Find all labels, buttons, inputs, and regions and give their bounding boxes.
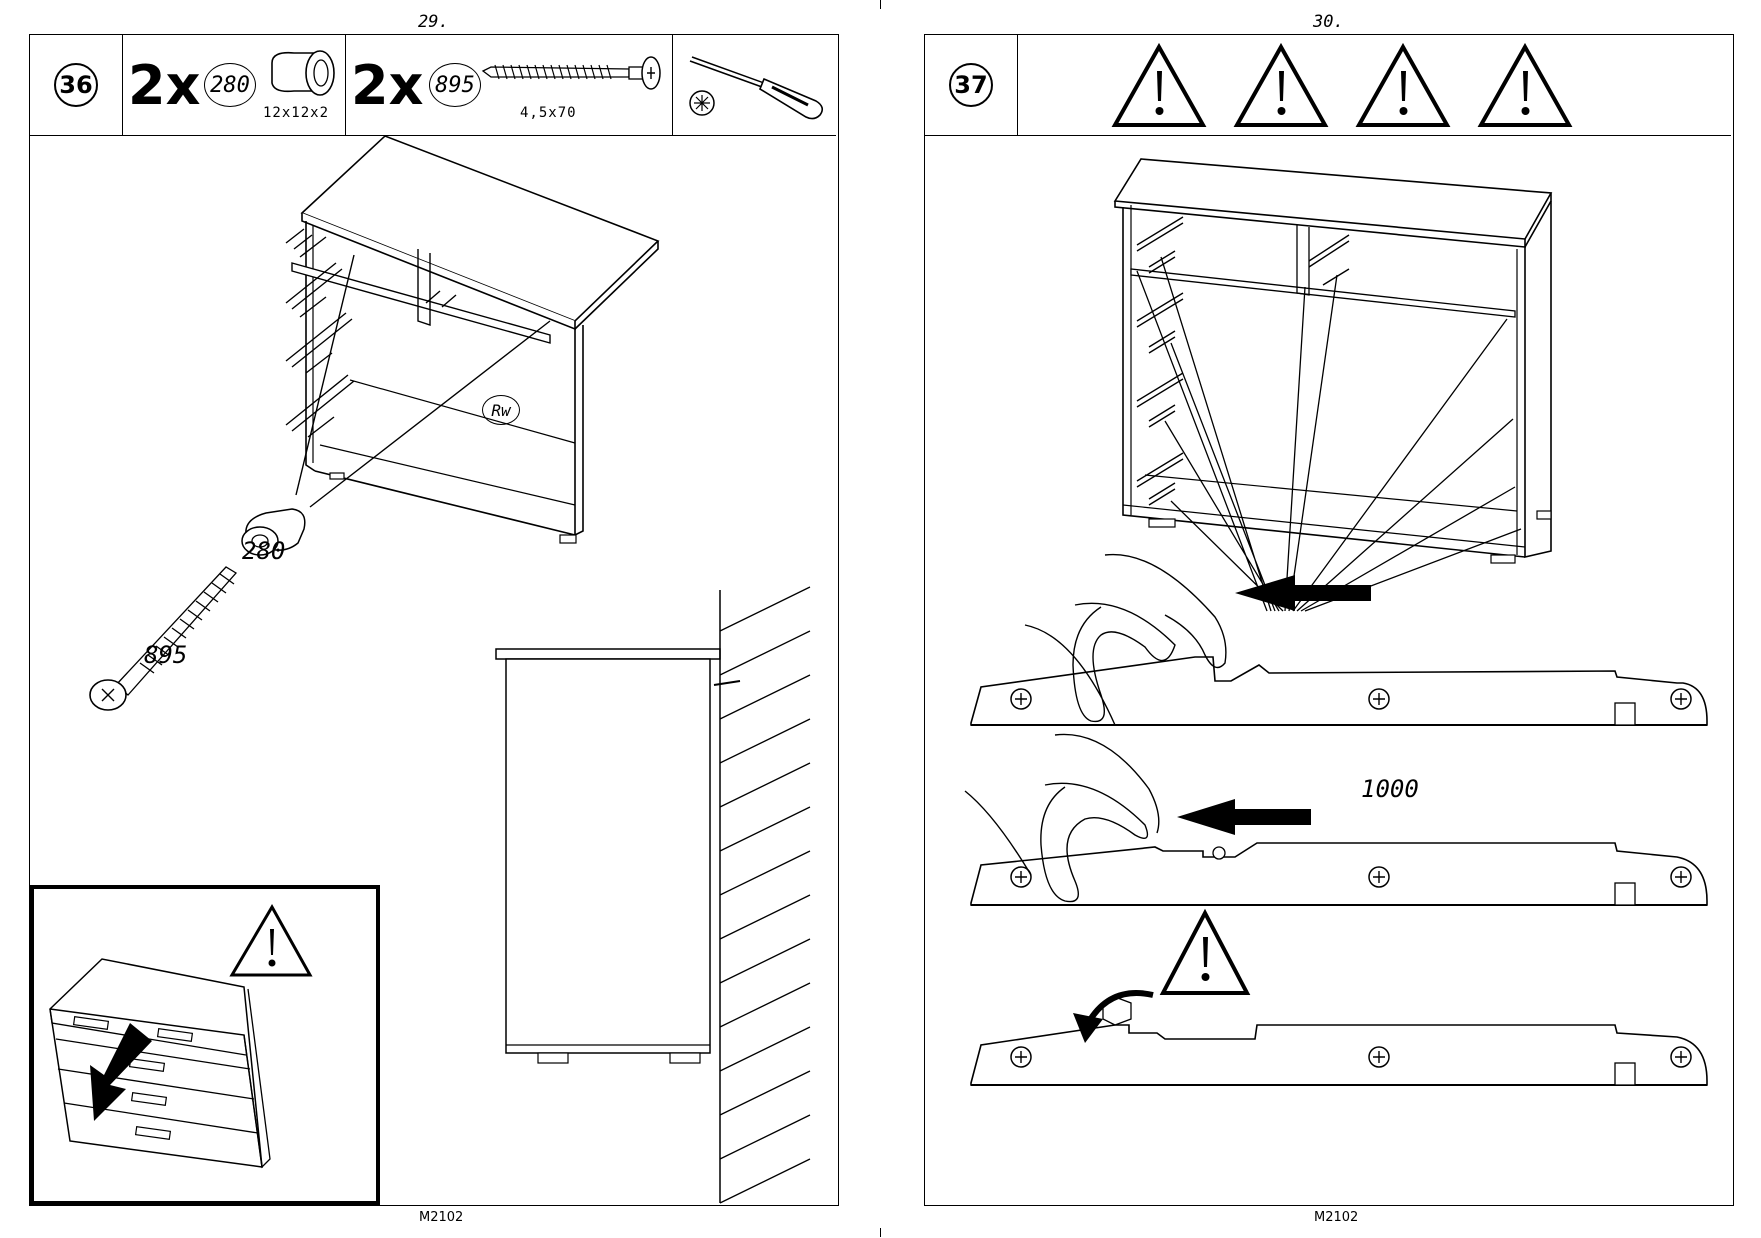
back-panel-tag: Rw <box>482 395 520 425</box>
tip-over-warning-inset <box>30 885 380 1205</box>
tool-cell <box>672 35 836 135</box>
cabinet-assembly-drawing <box>89 135 811 1204</box>
binding-mark-bottom <box>880 1228 881 1237</box>
part-number-oval: 280 <box>204 63 256 107</box>
instruction-page-left: 36 2x 280 12x12x2 2x 895 4,5x70 <box>29 34 839 1206</box>
step-number: 36 <box>54 63 98 107</box>
warning-header: 37 <box>925 35 1731 136</box>
callout-screw: 895 <box>144 641 188 669</box>
part-quantity: 2x <box>351 54 424 117</box>
parts-header: 36 2x 280 12x12x2 2x 895 4,5x70 <box>30 35 836 136</box>
step-cell: 36 <box>30 35 123 135</box>
part-size: 4,5x70 <box>520 105 577 121</box>
step-number: 37 <box>949 63 993 107</box>
screw-icon <box>481 56 661 90</box>
drawer-runner-instruction-drawing <box>964 158 1708 1086</box>
footer-code-left: M2102 <box>419 1210 464 1225</box>
warning-icon <box>1233 42 1329 127</box>
page-number-left: 29. <box>418 12 449 32</box>
warning-icon <box>1477 42 1573 127</box>
step-cell: 37 <box>925 35 1018 135</box>
tipping-chest-illustration <box>49 903 313 1169</box>
runner-length-label: 1000 <box>1361 775 1419 803</box>
footer-code-right: M2102 <box>1314 1210 1359 1225</box>
part-cell-screw: 2x 895 4,5x70 <box>345 35 673 135</box>
part-cell-cap: 2x 280 12x12x2 <box>122 35 346 135</box>
page-number-right: 30. <box>1313 12 1344 32</box>
binding-mark-top <box>880 0 881 9</box>
warning-icon <box>1111 42 1207 127</box>
screwdriver-icon <box>689 56 824 120</box>
part-quantity: 2x <box>128 54 201 117</box>
cap-icon <box>271 50 335 96</box>
part-size: 12x12x2 <box>263 105 330 121</box>
warning-icons-row <box>1111 42 1573 127</box>
part-number-oval: 895 <box>429 63 481 107</box>
callout-cap: 280 <box>242 537 286 565</box>
warning-icon <box>1355 42 1451 127</box>
instruction-page-right: 37 <box>924 34 1734 1206</box>
